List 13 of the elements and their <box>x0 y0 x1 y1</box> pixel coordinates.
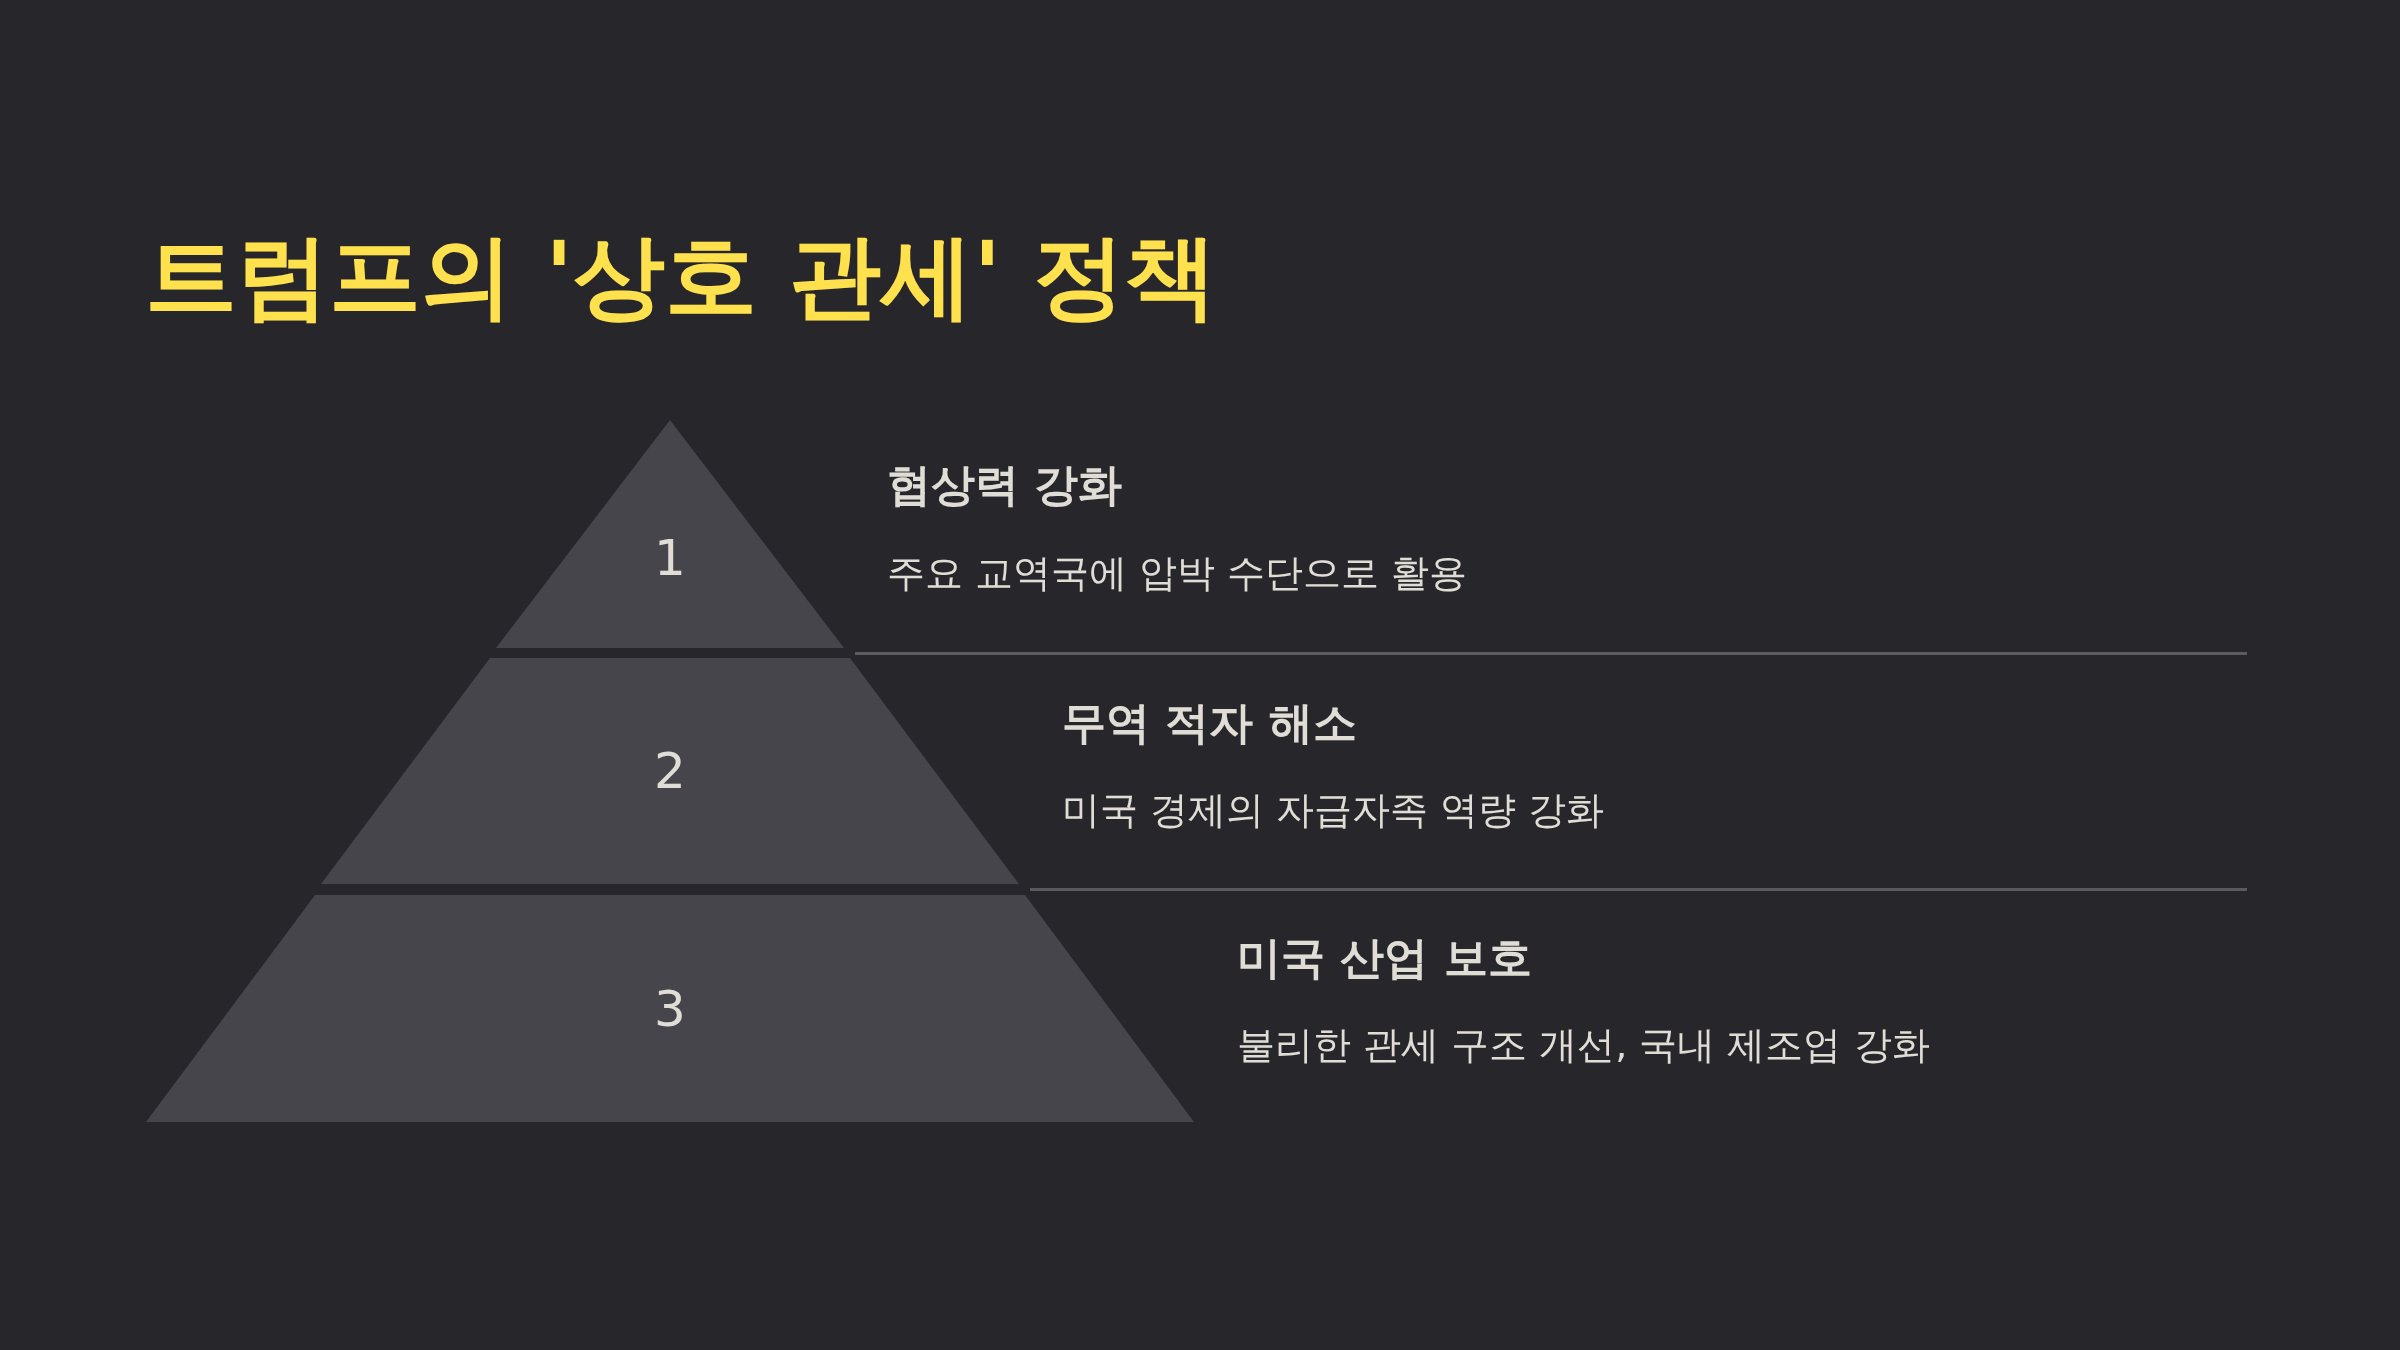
tier-heading: 무역 적자 해소 <box>1062 695 1357 750</box>
pyramid-tier <box>146 895 1194 1122</box>
tier-number: 2 <box>654 742 686 800</box>
tier-description: 주요 교역국에 압박 수단으로 활용 <box>887 549 1468 597</box>
tier-description: 불리한 관세 구조 개선, 국내 제조업 강화 <box>1237 1021 1930 1069</box>
pyramid-tier <box>321 658 1019 884</box>
pyramid-tier <box>496 420 844 648</box>
tier-number: 3 <box>654 979 686 1038</box>
tier-heading: 협상력 강화 <box>887 457 1123 512</box>
tier-heading: 미국 산업 보호 <box>1237 930 1532 985</box>
tier-description: 미국 경제의 자급자족 역량 강화 <box>1062 786 1605 834</box>
slide-title: 트럼프의 '상호 관세' 정책 <box>145 222 1218 332</box>
tier-number: 1 <box>654 529 686 587</box>
